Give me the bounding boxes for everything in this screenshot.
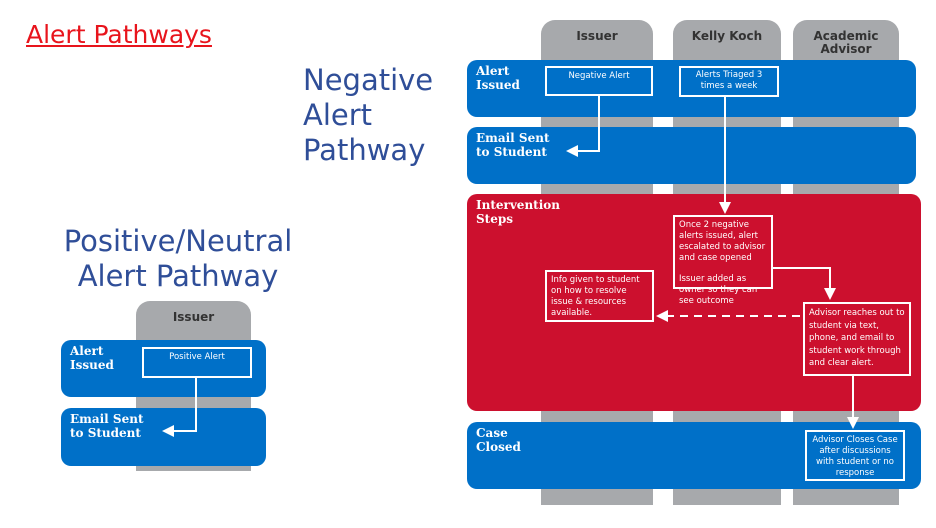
row-label: Email Sent to Student xyxy=(70,412,144,440)
row-label: Email Sent to Student xyxy=(476,131,550,159)
arrow-positive-to-email xyxy=(162,378,197,437)
row-case-closed: Case Closed xyxy=(467,422,921,489)
advisor-reaches-out-box: Advisor reaches out to student via text,… xyxy=(803,302,911,376)
arrow-escalation-to-advisor xyxy=(773,267,836,300)
row-email-sent-positive: Email Sent to Student xyxy=(61,408,266,466)
page-title: Alert Pathways xyxy=(26,20,212,49)
row-label: Case Closed xyxy=(476,426,521,454)
row-label: Alert Issued xyxy=(70,344,114,372)
positive-alert-box: Positive Alert xyxy=(142,347,252,378)
negative-pathway-heading: Negative Alert Pathway xyxy=(303,63,434,167)
alerts-triaged-box: Alerts Triaged 3 times a week xyxy=(679,66,779,97)
row-alert-issued: Alert Issued xyxy=(467,60,916,117)
escalation-box: Once 2 negative alerts issued, alert esc… xyxy=(673,215,773,306)
owner-text: Issuer added as owner so they can see ou… xyxy=(679,274,758,306)
row-label: Intervention Steps xyxy=(476,198,560,226)
row-label: Alert Issued xyxy=(476,64,520,92)
info-given-box: Info given to student on how to resolve … xyxy=(545,270,654,322)
advisor-closes-case-box: Advisor Closes Case after discussions wi… xyxy=(805,430,905,481)
negative-alert-box: Negative Alert xyxy=(545,66,653,96)
arrow-negative-to-email xyxy=(566,96,600,157)
escalation-text: Once 2 negative alerts issued, alert esc… xyxy=(679,220,766,263)
positive-pathway-heading: Positive/Neutral Alert Pathway xyxy=(63,224,293,293)
row-email-sent: Email Sent to Student xyxy=(467,127,916,184)
row-alert-issued-positive: Alert Issued xyxy=(61,340,266,397)
